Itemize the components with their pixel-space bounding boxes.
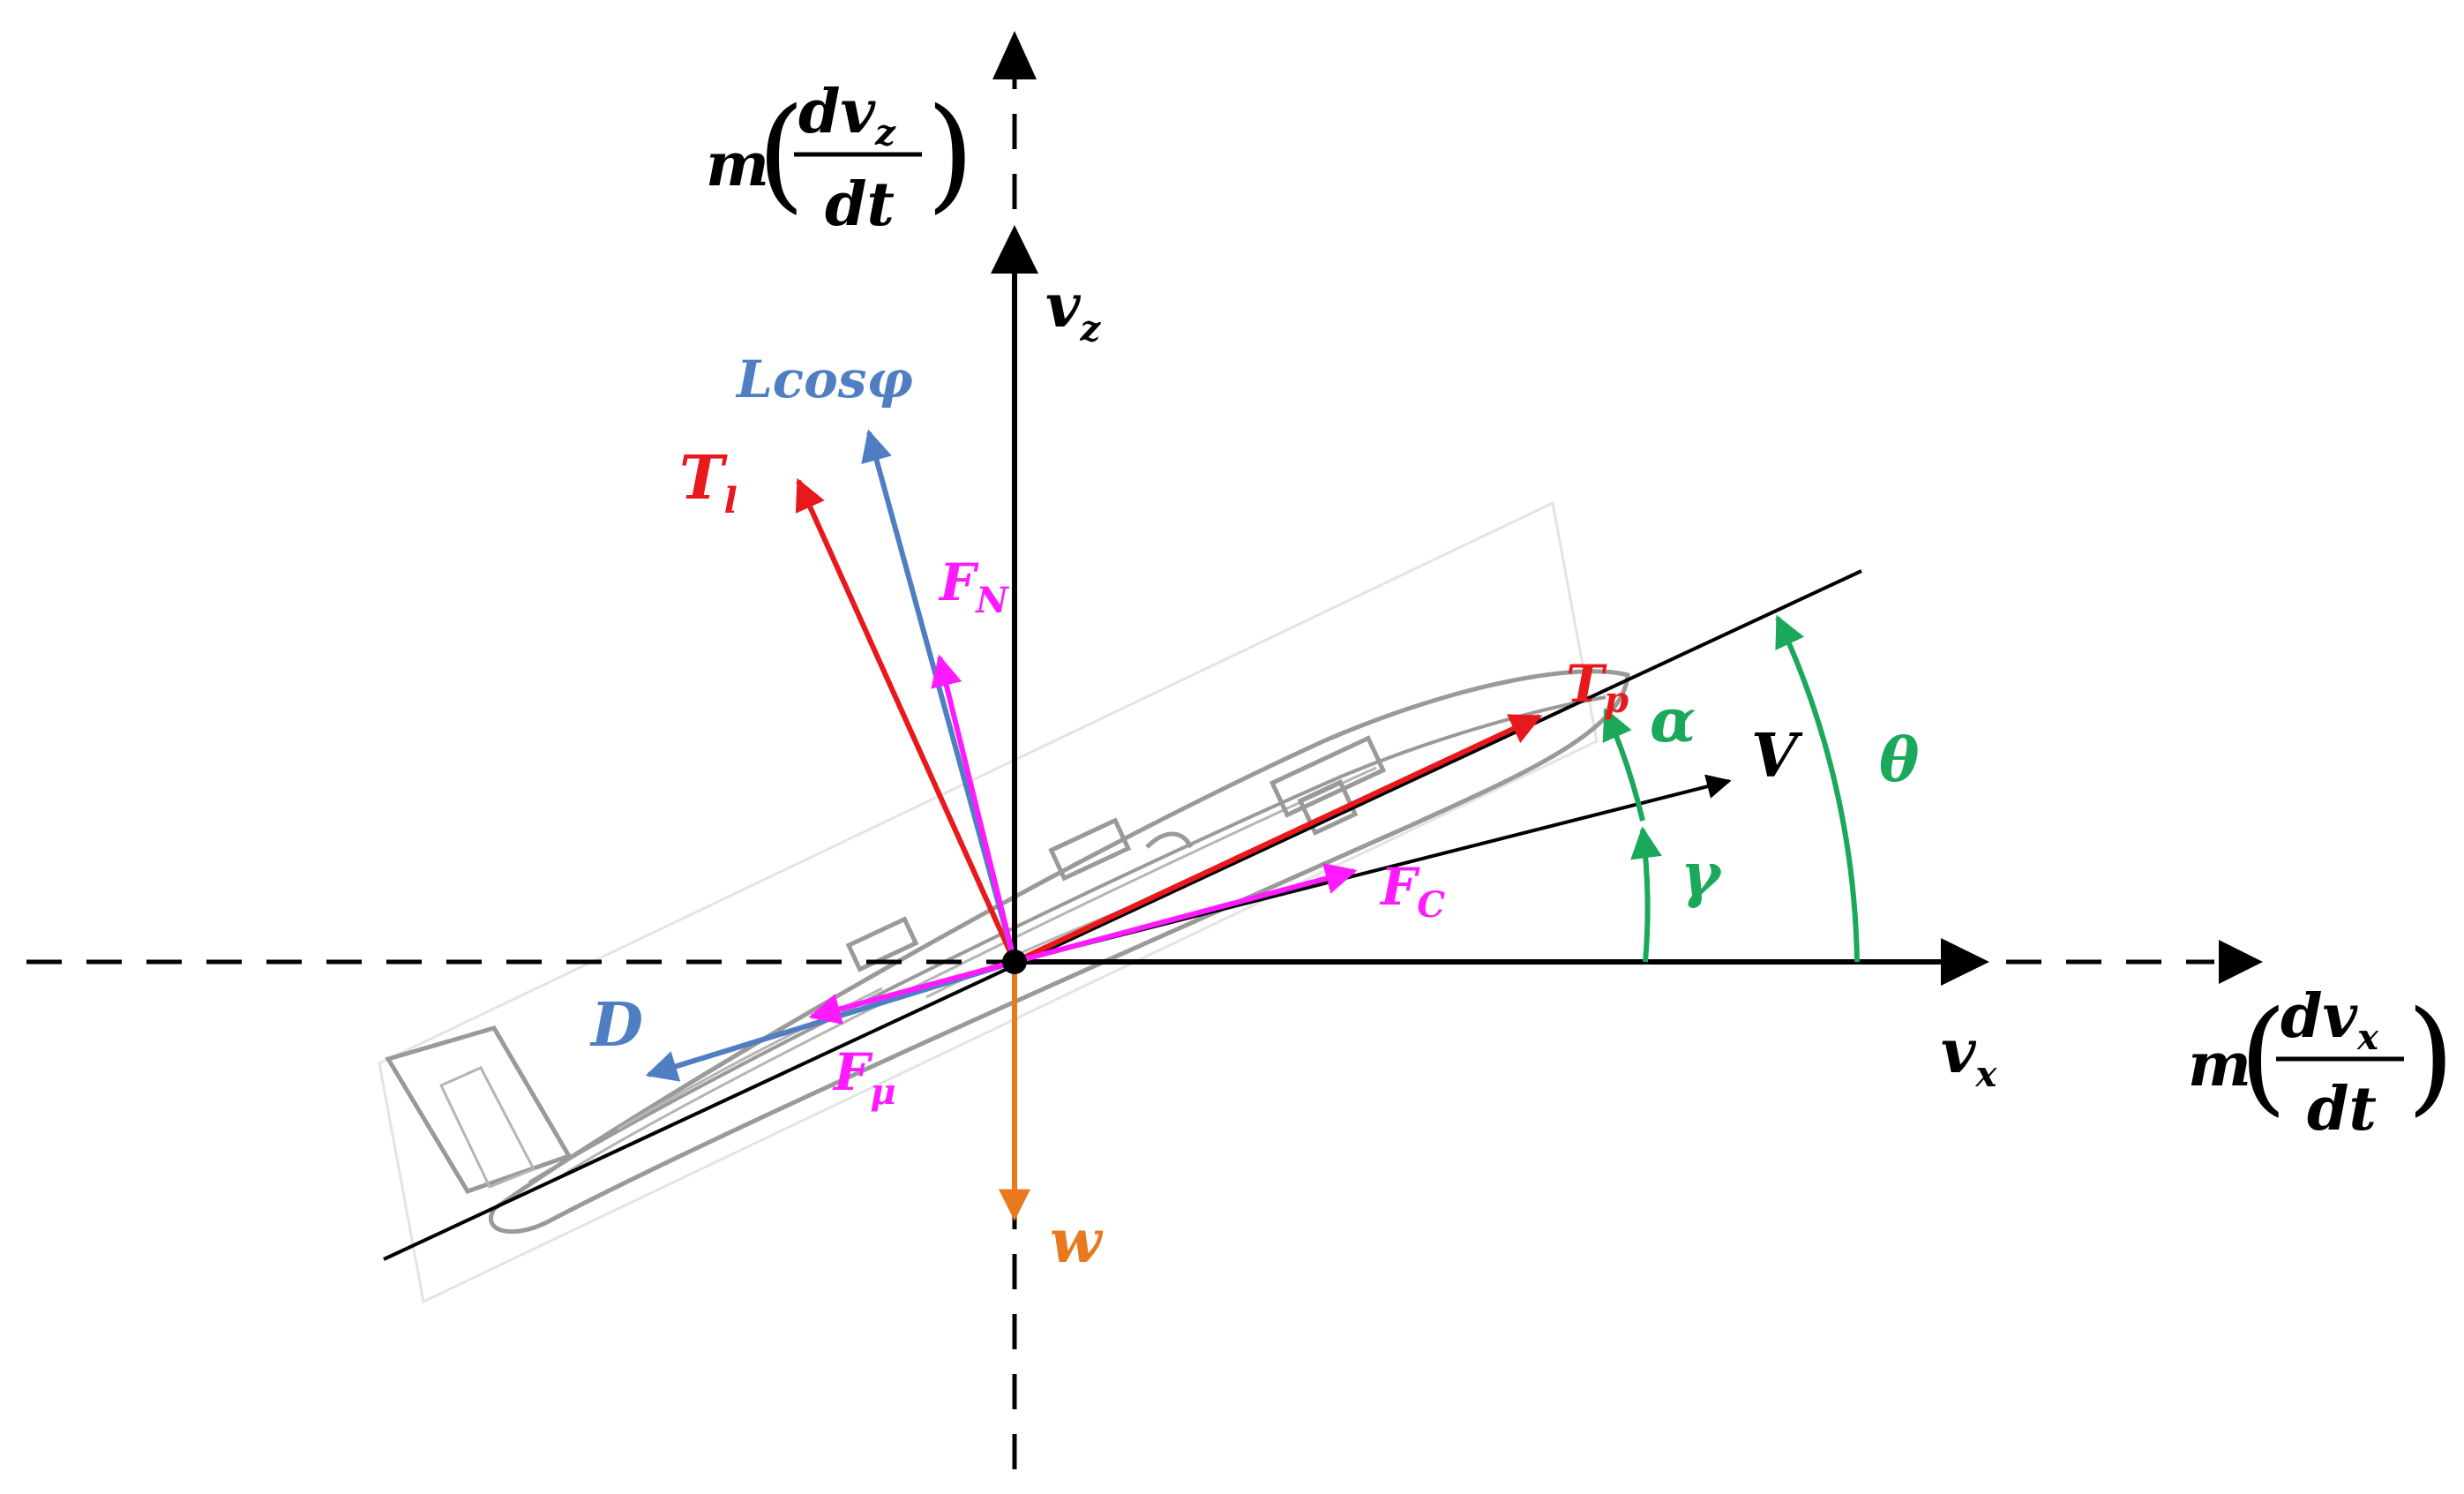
- thrust-lift-vector: [795, 477, 1017, 964]
- weight-label: w: [1050, 1206, 1104, 1277]
- svg-text:): ): [926, 82, 975, 226]
- velocity-label: V: [1751, 721, 1803, 792]
- alpha-label: α: [1650, 686, 1696, 756]
- theta-label: θ: [1879, 725, 1920, 796]
- normal-force-label: FN: [938, 552, 1009, 621]
- z-accel-arrowhead: [992, 31, 1037, 79]
- thrust-prop-label: Tp: [1566, 654, 1629, 721]
- svg-text:dvx: dvx: [2281, 981, 2379, 1058]
- friction-label: Fμ: [832, 1042, 895, 1113]
- centrifugal-force-vector: [1014, 862, 1358, 965]
- x-accel-arrowhead: [2219, 940, 2263, 984]
- gamma-label: γ: [1681, 840, 1723, 911]
- x-accel-label: m ( dvx dt ): [2188, 981, 2455, 1145]
- thrust-prop-vector: [1013, 714, 1543, 965]
- z-accel-label: m ( dvz dt ): [706, 77, 975, 240]
- svg-text:dvz: dvz: [798, 77, 896, 154]
- lift-label: Lcosφ: [735, 349, 913, 409]
- theta-arc: [1775, 614, 1860, 963]
- vz-arrowhead: [991, 225, 1038, 274]
- vz-label: vz: [1045, 271, 1102, 349]
- svg-text:dt: dt: [825, 169, 895, 240]
- svg-text:m: m: [2188, 1030, 2251, 1100]
- svg-text:m: m: [706, 130, 769, 200]
- svg-text:): ): [2407, 985, 2455, 1129]
- centrifugal-label: FC: [1379, 857, 1445, 926]
- alpha-arc: [1602, 707, 1645, 822]
- normal-force-vector: [931, 654, 1017, 963]
- vx-arrowhead: [1941, 938, 1989, 986]
- svg-text:dt: dt: [2307, 1074, 2377, 1145]
- friction-force-vector: [808, 959, 1015, 1025]
- origin-point: [1002, 950, 1027, 974]
- drag-label: D: [589, 990, 643, 1061]
- vx-label: vx: [1941, 1017, 1998, 1095]
- gamma-arc: [1630, 826, 1662, 963]
- body-axis-line: [383, 569, 1862, 1261]
- thrust-lift-label: Tl: [679, 443, 738, 522]
